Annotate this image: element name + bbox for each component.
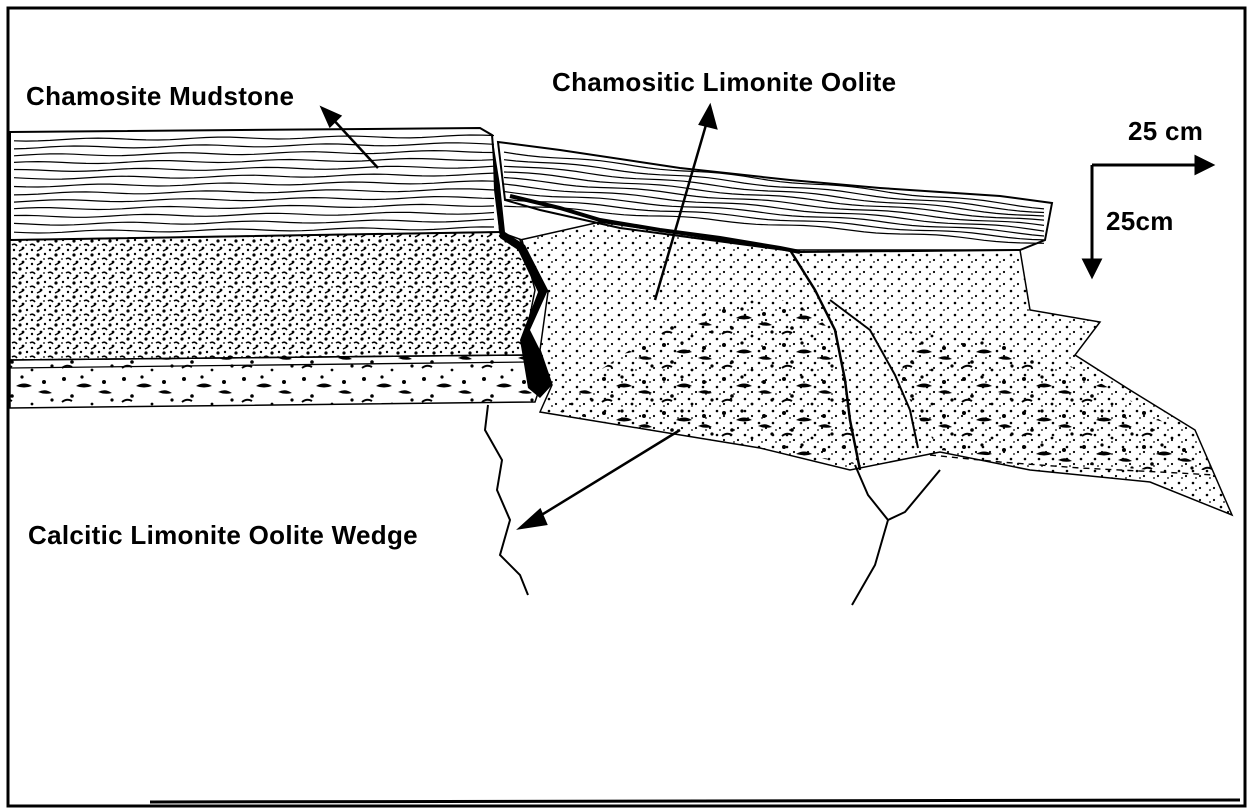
scale-label-horizontal: 25 cm xyxy=(1128,116,1203,146)
mudstone-layer-left xyxy=(10,128,500,240)
crack-left xyxy=(485,405,528,595)
bottom-edge-mark xyxy=(150,800,1240,802)
label-calcitic-limonite-oolite-wedge: Calcitic Limonite Oolite Wedge xyxy=(28,520,418,550)
crack-right xyxy=(852,465,940,605)
dense-oolite-left xyxy=(10,232,535,360)
label-chamosite-mudstone: Chamosite Mudstone xyxy=(26,81,294,111)
scale-label-vertical: 25cm xyxy=(1106,206,1174,236)
label-chamositic-limonite-oolite: Chamositic Limonite Oolite xyxy=(552,67,896,97)
